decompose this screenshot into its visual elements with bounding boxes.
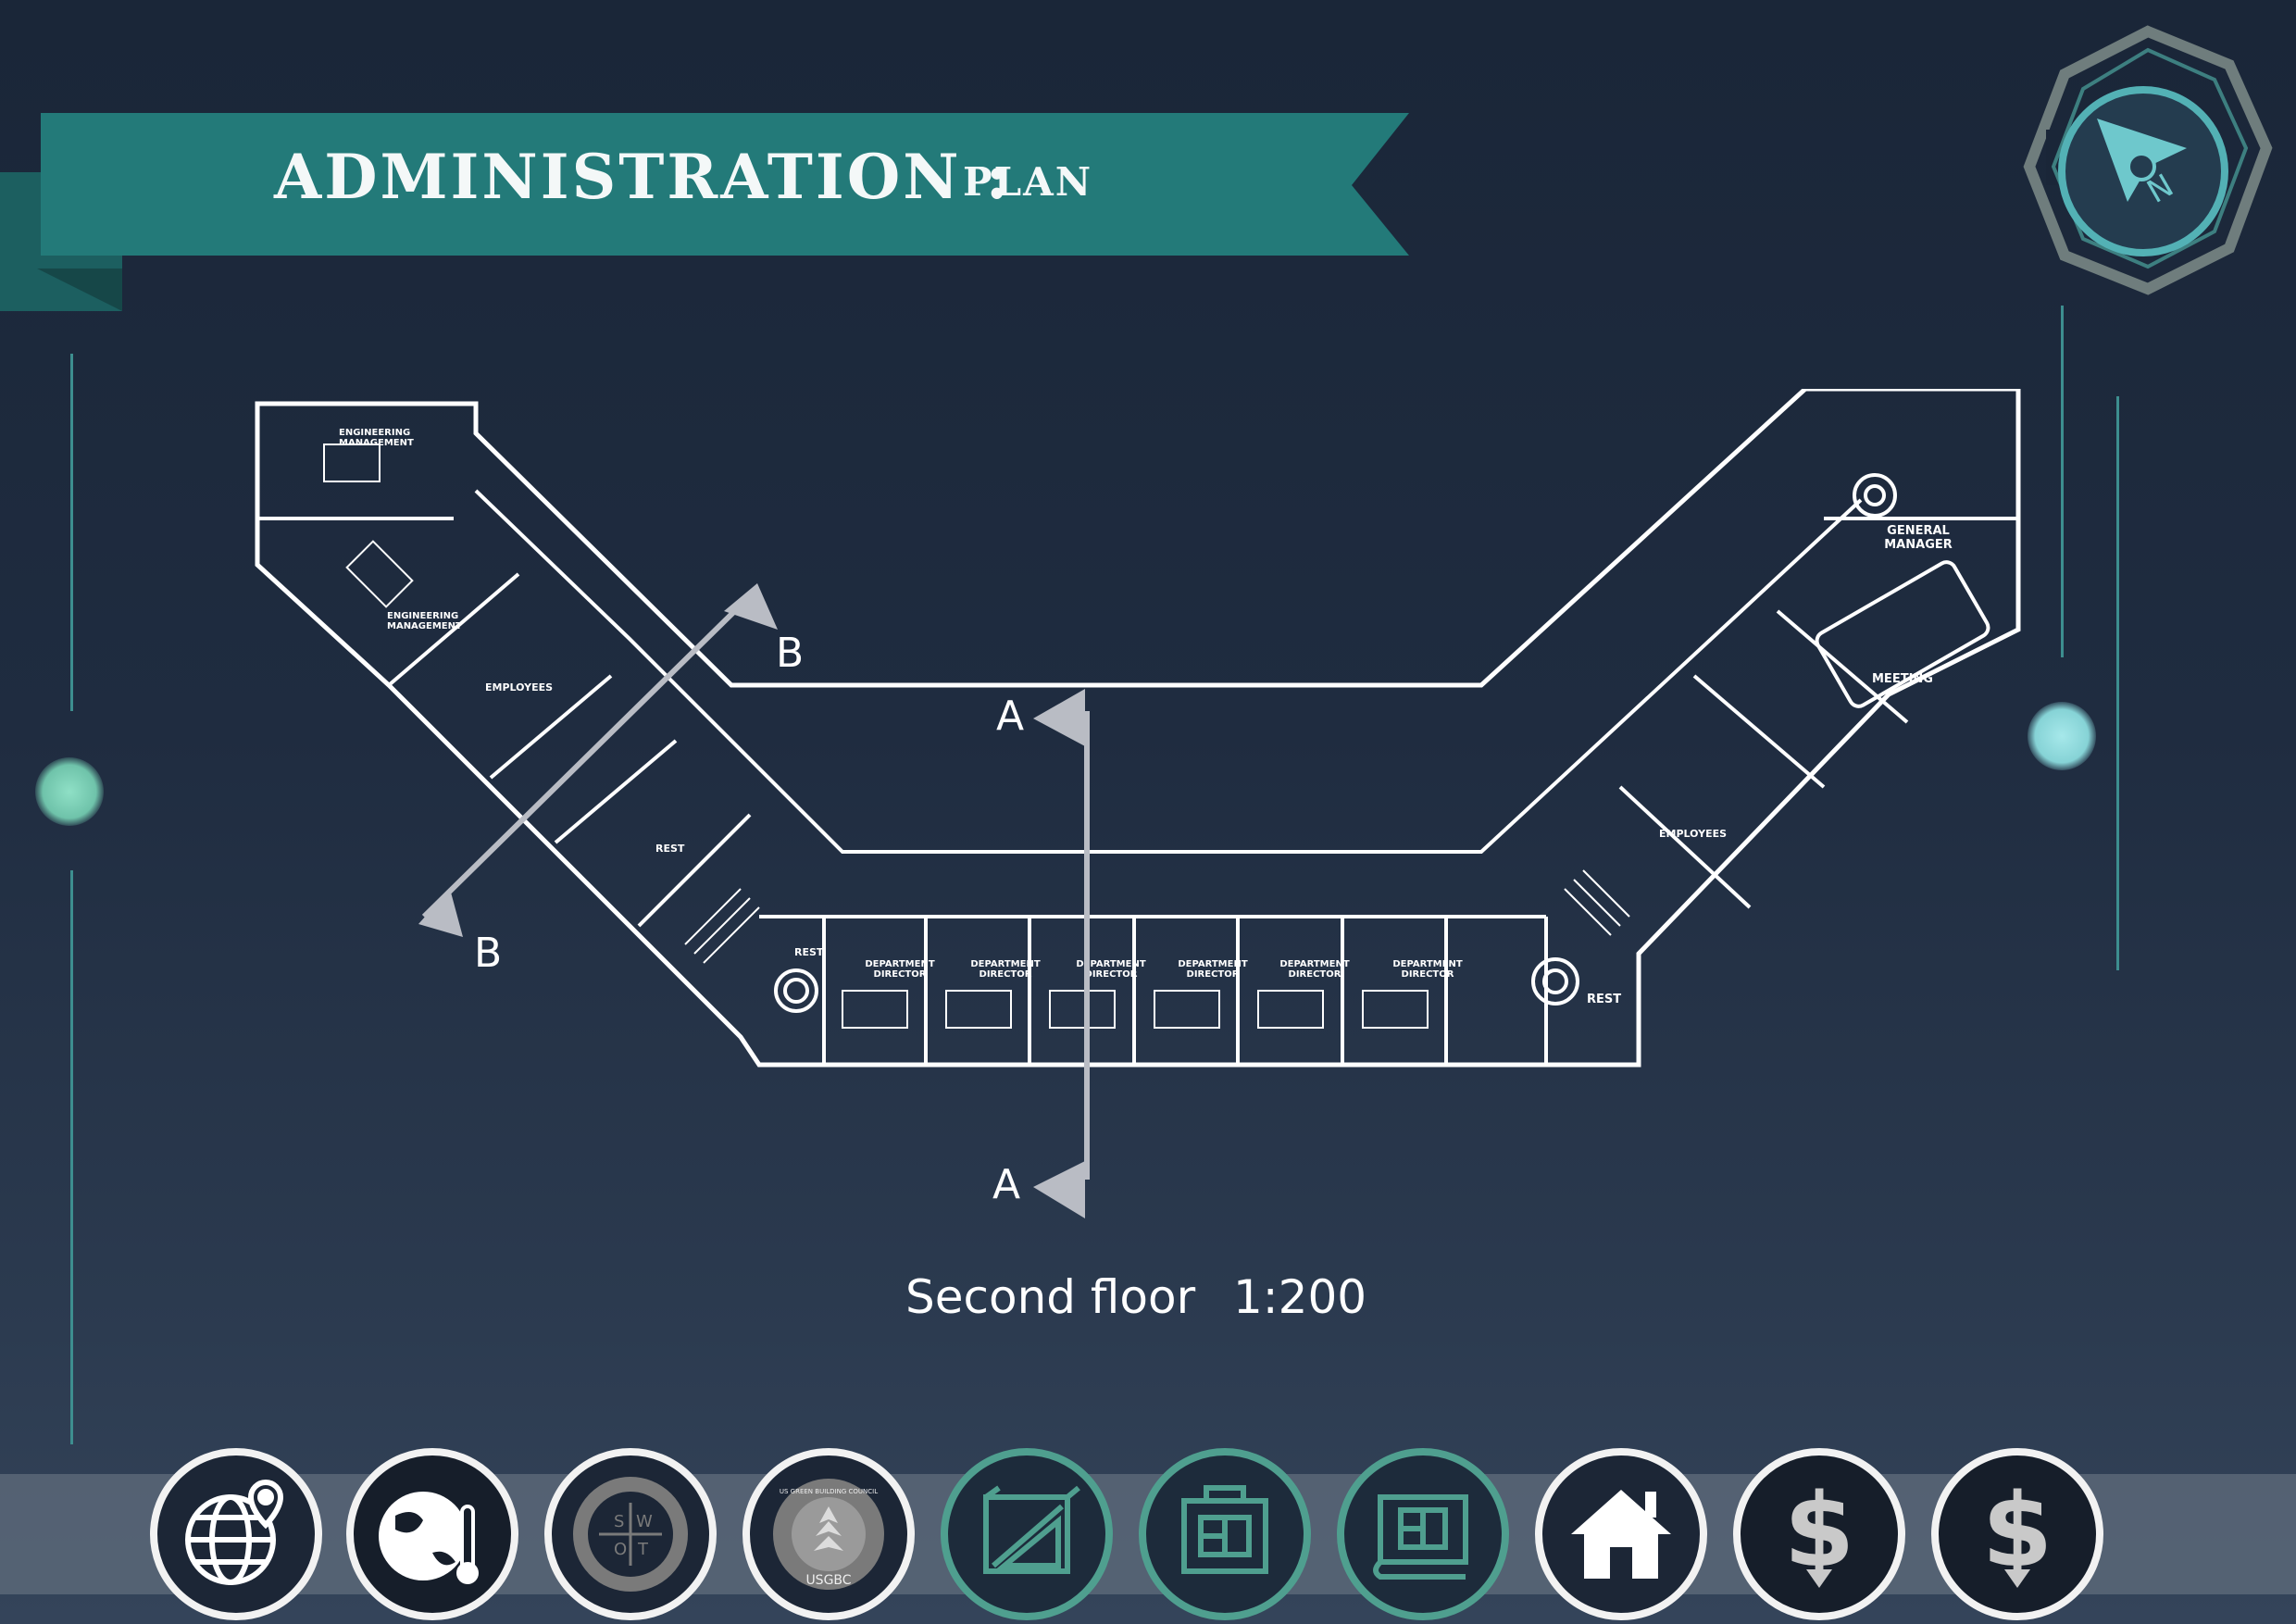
site-plan-icon	[983, 1485, 1080, 1574]
room-label-rest-left: REST	[655, 843, 685, 855]
room-label-director-5: DEPARTMENT DIRECTOR	[1279, 959, 1350, 980]
deco-line-left-top	[70, 354, 73, 711]
nav-globe-location-button[interactable]	[150, 1448, 322, 1620]
room-label-rest-right: REST	[1587, 993, 1622, 1006]
room-label-general-manager: GENERAL MANAGER	[1884, 524, 1953, 552]
north-arrow-icon[interactable]: N	[2009, 19, 2277, 324]
swot-letter-w: W	[636, 1512, 653, 1531]
section-marker-a-top: A	[996, 693, 1025, 740]
nav-floor-plan-button[interactable]	[1139, 1448, 1311, 1620]
nav-swot-button[interactable]: S W O T	[544, 1448, 717, 1620]
glow-dot-right	[2028, 702, 2096, 770]
nav-earth-thermometer-button[interactable]	[346, 1448, 518, 1620]
room-label-director-6: DEPARTMENT DIRECTOR	[1392, 959, 1463, 980]
nav-site-plan-button[interactable]	[941, 1448, 1113, 1620]
title-banner	[0, 113, 1409, 311]
globe-location-icon	[185, 1479, 284, 1585]
nav-blueprint-button[interactable]	[1337, 1448, 1509, 1620]
dollar-down-icon: $	[1982, 1471, 2053, 1590]
swot-letter-s: S	[614, 1512, 624, 1531]
scale-caption: 1:200	[1233, 1270, 1367, 1324]
nav-dollar-down-button-1[interactable]: $	[1733, 1448, 1905, 1620]
deco-line-left-bottom	[70, 870, 73, 1444]
floor-plan	[255, 389, 2021, 1068]
earth-thermometer-icon	[379, 1492, 479, 1584]
room-label-director-1: DEPARTMENT DIRECTOR	[865, 959, 935, 980]
page-subtitle: PLAN	[963, 159, 1093, 205]
blueprint-icon	[1373, 1494, 1468, 1580]
usgbc-ring-text: US GREEN BUILDING COUNCIL	[780, 1488, 878, 1495]
room-label-employees-left: EMPLOYEES	[485, 681, 554, 693]
swot-letter-t: T	[637, 1540, 649, 1559]
page-title: ADMINISTRATION :	[274, 141, 1011, 213]
nav-home-button[interactable]	[1535, 1448, 1707, 1620]
deco-line-right-1	[2061, 306, 2064, 657]
room-label-employees-right: EMPLOYEES	[1659, 828, 1728, 840]
room-label-rest-bottom: REST	[794, 946, 824, 958]
room-label-engineering-1: ENGINEERING MANAGEMENT	[339, 428, 414, 448]
room-label-engineering-2: ENGINEERING MANAGEMENT	[387, 611, 462, 631]
usgbc-icon: USGBC US GREEN BUILDING COUNCIL	[773, 1479, 884, 1590]
room-label-director-2: DEPARTMENT DIRECTOR	[970, 959, 1041, 980]
section-marker-a-bottom: A	[992, 1161, 1021, 1208]
deco-line-right-2	[2116, 396, 2119, 970]
swot-letter-o: O	[614, 1540, 627, 1559]
room-label-director-4: DEPARTMENT DIRECTOR	[1178, 959, 1248, 980]
floor-caption: Second floor	[905, 1270, 1196, 1324]
glow-dot-left	[35, 757, 104, 826]
swot-icon: S W O T	[573, 1477, 688, 1592]
nav-usgbc-button[interactable]: USGBC US GREEN BUILDING COUNCIL	[742, 1448, 915, 1620]
floor-plan-icon	[1181, 1485, 1268, 1574]
section-marker-b-top: B	[776, 630, 805, 677]
home-icon	[1571, 1490, 1671, 1579]
building-outline	[255, 389, 2021, 1068]
room-label-director-3: DEPARTMENT DIRECTOR	[1076, 959, 1146, 980]
dollar-down-icon: $	[1784, 1471, 1855, 1590]
room-label-meeting: MEETING	[1872, 672, 1933, 686]
usgbc-text: USGBC	[805, 1573, 851, 1588]
section-marker-b-bottom: B	[474, 930, 503, 977]
nav-dollar-down-button-2[interactable]: $	[1931, 1448, 2103, 1620]
